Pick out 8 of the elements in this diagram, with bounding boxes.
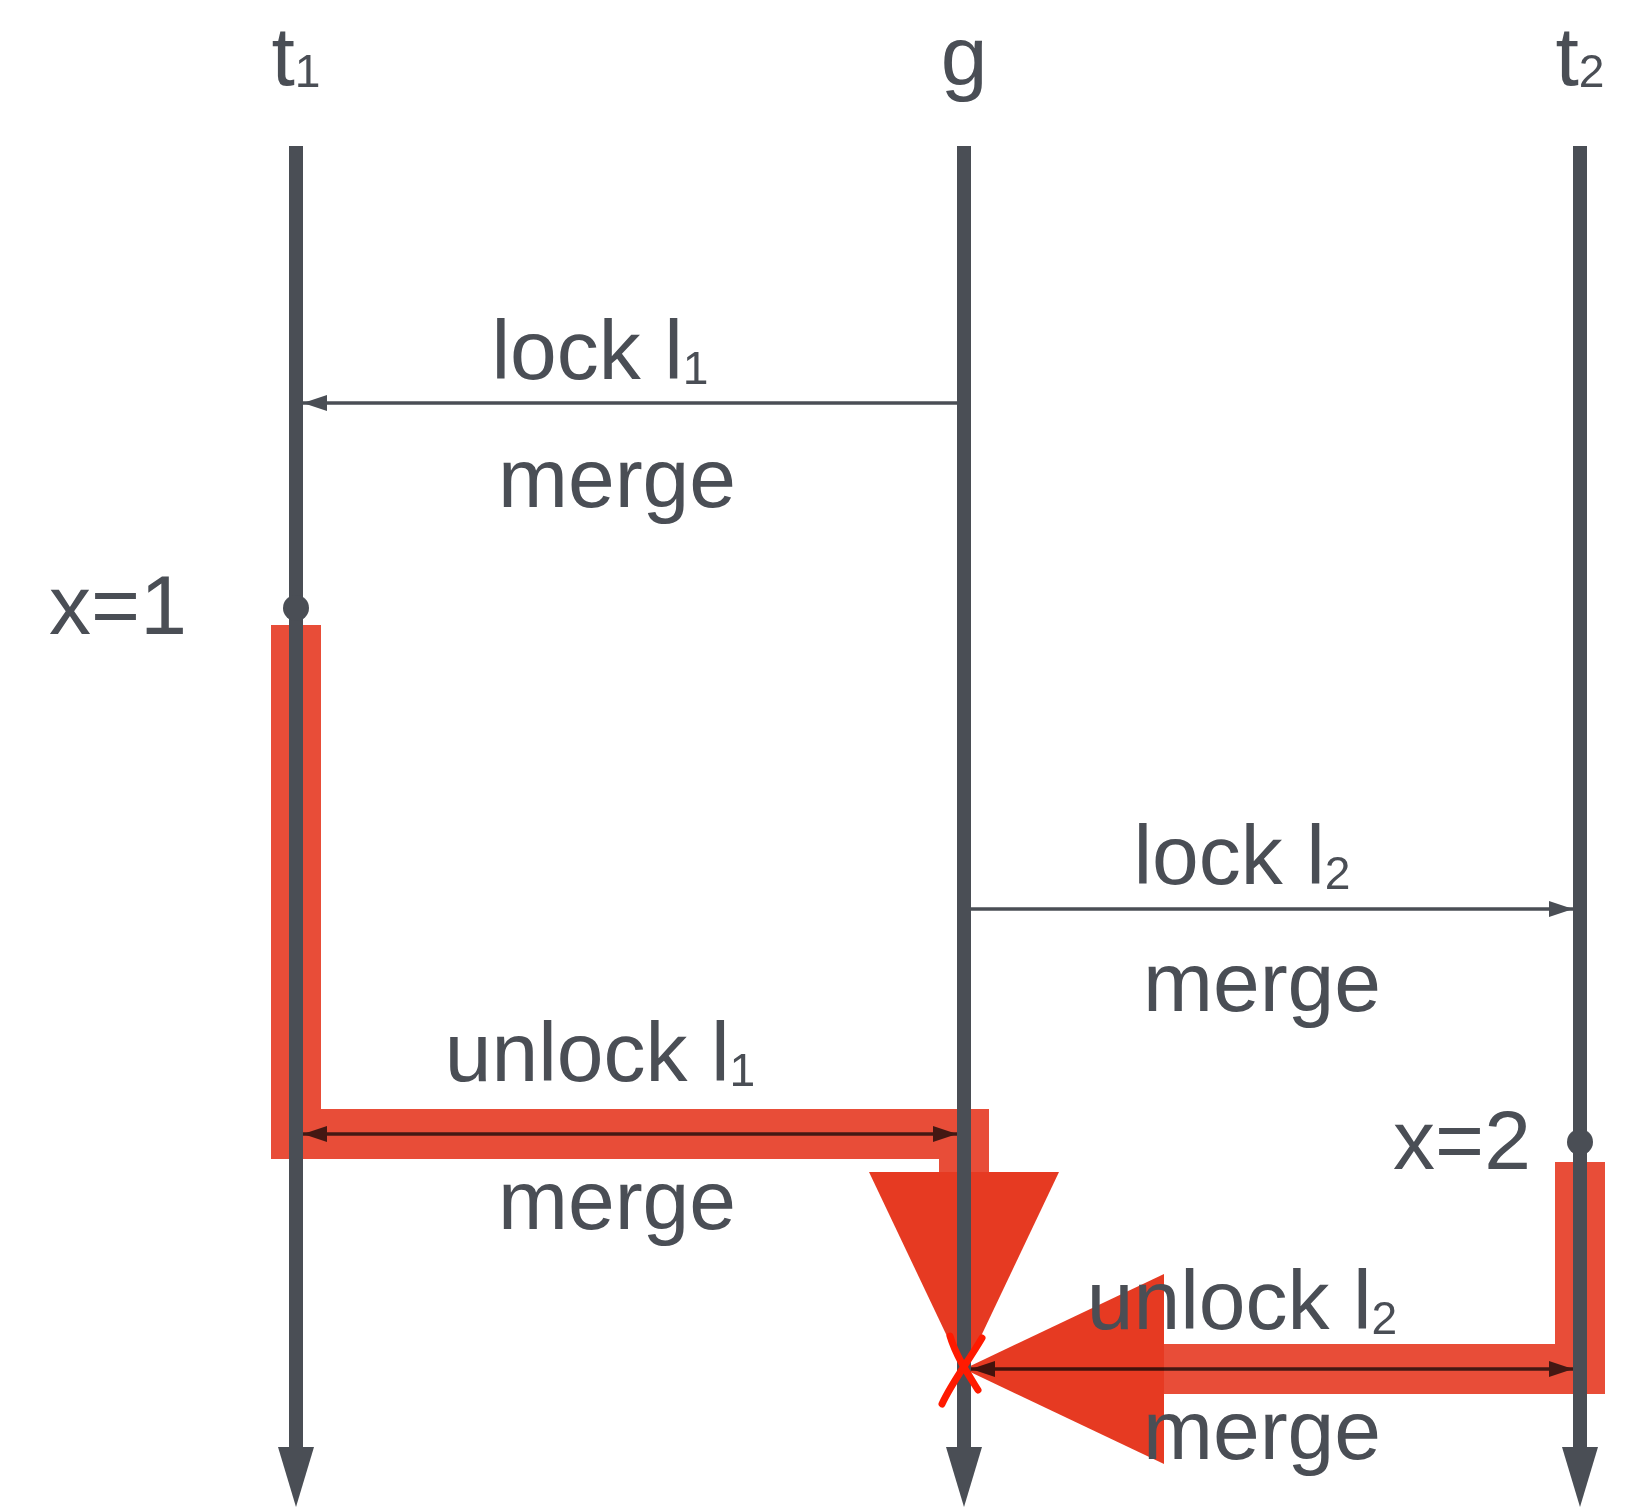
edge-label: lock l$_{2}$ [1133, 813, 1351, 897]
lifeline-label: g [939, 10, 989, 103]
annotation-text: x=2 [1393, 1098, 1531, 1182]
annotation-text: x=1 [49, 563, 187, 647]
message-arrow [971, 901, 1573, 917]
edge-label: unlock l$_{1}$ [444, 1010, 756, 1094]
edge-label: lock l$_{1}$ [491, 308, 709, 392]
message-arrow [303, 395, 957, 411]
